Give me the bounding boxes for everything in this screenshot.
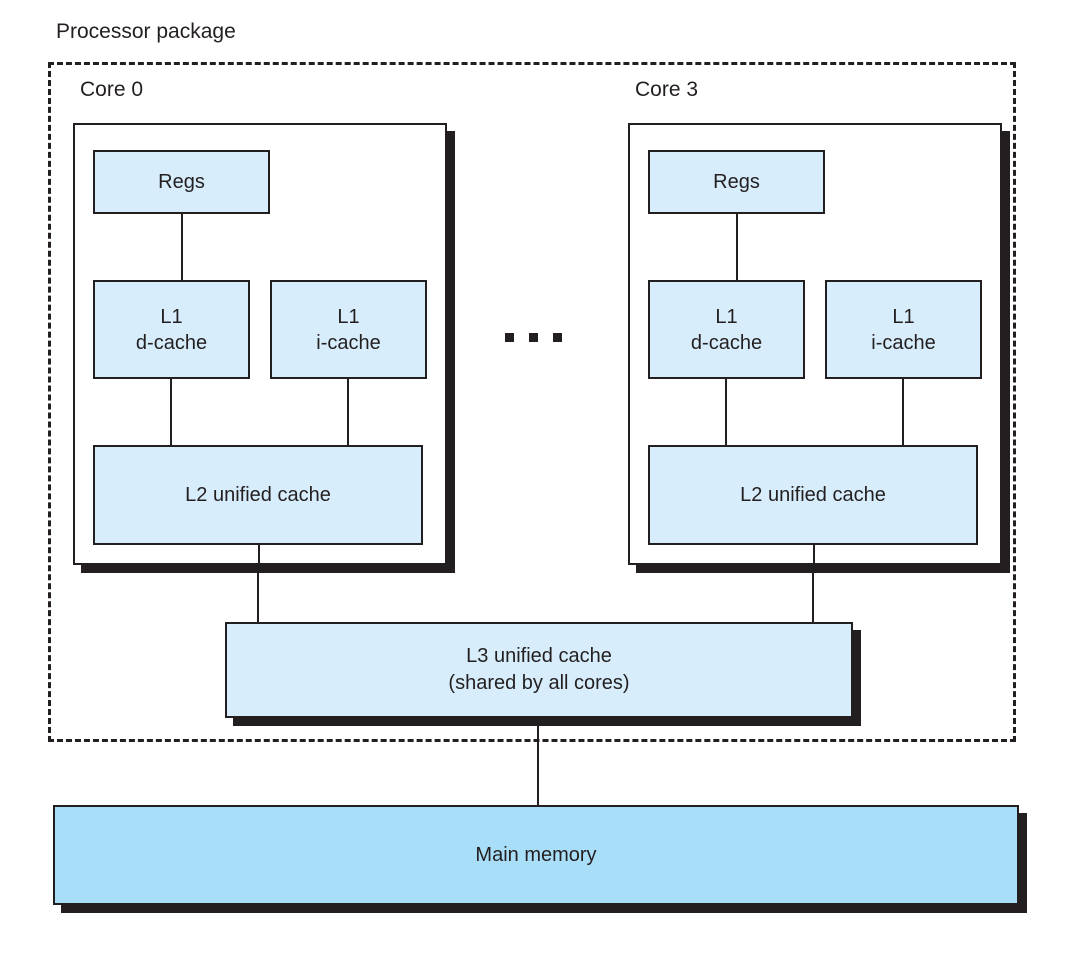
core-3-box: Regs L1 d-cache L1 i-cache L2 unified ca… bbox=[628, 123, 1002, 565]
ellipsis-dot bbox=[505, 333, 514, 342]
core-0-l1-dcache-box: L1 d-cache bbox=[93, 280, 250, 379]
core-3-l1-dcache-line1: L1 bbox=[715, 305, 738, 328]
core-0-l2-box: L2 unified cache bbox=[93, 445, 423, 545]
ellipsis-dot bbox=[553, 333, 562, 342]
main-memory-box: Main memory bbox=[53, 805, 1019, 905]
core-0-connector-regs-l1d bbox=[181, 214, 183, 280]
core-3-connector-l1d-l2 bbox=[725, 379, 727, 445]
core-0-label: Core 0 bbox=[80, 78, 144, 101]
core-0-l2-label: L2 unified cache bbox=[185, 484, 331, 506]
core-0-regs-box: Regs bbox=[93, 150, 270, 214]
core-3-l1-dcache-box: L1 d-cache bbox=[648, 280, 805, 379]
core-3-l2-box: L2 unified cache bbox=[648, 445, 978, 545]
processor-package-title: Processor package bbox=[56, 20, 236, 43]
core-3-l1-icache-box: L1 i-cache bbox=[825, 280, 982, 379]
more-cores-ellipsis-icon bbox=[505, 333, 562, 342]
core-3-l1-dcache-line2: d-cache bbox=[690, 331, 763, 354]
core-0: Core 0 Regs L1 d-cache L1 i-cache L2 uni… bbox=[73, 78, 455, 565]
core-3-label: Core 3 bbox=[635, 78, 699, 101]
core-0-connector-l1i-l2 bbox=[347, 379, 349, 445]
l3-label-line2: (shared by all cores) bbox=[448, 672, 630, 694]
core-0-l1-dcache-line1: L1 bbox=[160, 305, 183, 328]
core-0-l1-dcache-line2: d-cache bbox=[135, 331, 208, 354]
core-0-regs-label: Regs bbox=[158, 171, 205, 193]
l3-label-line1: L3 unified cache bbox=[466, 645, 612, 667]
core-0-box: Regs L1 d-cache L1 i-cache L2 unified ca… bbox=[73, 123, 447, 565]
core-3-regs-box: Regs bbox=[648, 150, 825, 214]
core-0-connector-l1d-l2 bbox=[170, 379, 172, 445]
ellipsis-dot bbox=[529, 333, 538, 342]
core-3: Core 3 Regs L1 d-cache L1 i-cache L2 uni… bbox=[628, 78, 1010, 565]
core-0-l1-icache-line1: L1 bbox=[337, 305, 360, 328]
connector-l3-main-memory bbox=[537, 716, 539, 806]
connector-core0-l3 bbox=[257, 563, 259, 623]
core-3-connector-regs-l1d bbox=[736, 214, 738, 280]
core-3-l2-label: L2 unified cache bbox=[740, 484, 886, 506]
core-3-connector-l1i-l2 bbox=[902, 379, 904, 445]
core-0-l1-icache-box: L1 i-cache bbox=[270, 280, 427, 379]
l3-unified-cache-box: L3 unified cache (shared by all cores) bbox=[225, 622, 853, 718]
core-0-connector-l2-out bbox=[258, 545, 260, 565]
core-3-l1-icache-line1: L1 bbox=[892, 305, 915, 328]
connector-core3-l3 bbox=[812, 563, 814, 623]
core-3-regs-label: Regs bbox=[713, 171, 760, 193]
processor-package-boundary bbox=[48, 62, 1016, 742]
main-memory-label: Main memory bbox=[475, 843, 597, 866]
core-3-connector-l2-out bbox=[813, 545, 815, 565]
core-0-l1-icache-line2: i-cache bbox=[316, 331, 381, 354]
core-3-l1-icache-line2: i-cache bbox=[871, 331, 936, 354]
